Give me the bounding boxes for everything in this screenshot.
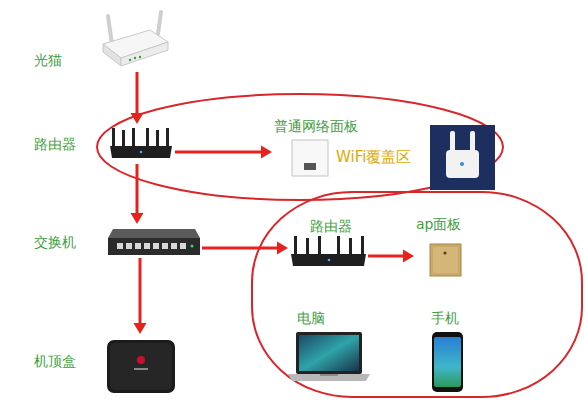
device-node: 普通网络面板 bbox=[272, 116, 362, 178]
device-label: 电脑 bbox=[297, 310, 325, 326]
wifi-extender-picture bbox=[430, 125, 495, 190]
laptop-icon bbox=[288, 332, 370, 381]
set-top-box-icon bbox=[107, 340, 175, 393]
device-node: 路由器 bbox=[288, 216, 368, 268]
device-label: 路由器 bbox=[34, 136, 76, 152]
arrow-head bbox=[277, 242, 288, 255]
wifi-area-outline bbox=[97, 94, 503, 200]
device-label: 路由器 bbox=[310, 218, 352, 234]
arrow-line bbox=[136, 164, 139, 214]
arrow-connector bbox=[134, 258, 147, 334]
device-node: 手机 bbox=[425, 310, 469, 396]
arrow-head bbox=[403, 250, 414, 263]
arrow-line bbox=[202, 247, 278, 250]
phone-icon bbox=[432, 332, 463, 392]
device-label: 光猫 bbox=[34, 52, 62, 68]
area-label: WiFi覆盖区 bbox=[336, 148, 411, 166]
device-node: 光猫 bbox=[30, 14, 170, 72]
arrow-connector bbox=[131, 72, 144, 124]
router-icon bbox=[291, 236, 366, 266]
arrow-head bbox=[131, 113, 144, 124]
device-label: 交换机 bbox=[34, 234, 76, 250]
arrow-connector bbox=[131, 164, 144, 224]
arrow-line bbox=[175, 151, 262, 154]
device-node: 路由器 bbox=[30, 124, 175, 164]
arrow-head bbox=[134, 323, 147, 334]
device-node: 机顶盒 bbox=[30, 334, 178, 396]
arrow-line bbox=[136, 72, 139, 114]
network-panel-icon bbox=[292, 140, 328, 176]
ap-panel-icon bbox=[430, 244, 461, 276]
device-node: 电脑 bbox=[283, 310, 373, 384]
router-icon bbox=[110, 128, 172, 158]
device-node: ap面板 bbox=[414, 214, 478, 278]
device-label: 机顶盒 bbox=[34, 353, 76, 369]
arrow-connector bbox=[175, 146, 272, 159]
arrow-head bbox=[131, 213, 144, 224]
arrow-head bbox=[261, 146, 272, 159]
device-label: ap面板 bbox=[416, 216, 461, 232]
arrow-line bbox=[139, 258, 142, 324]
device-label: 普通网络面板 bbox=[274, 118, 358, 134]
arrow-connector bbox=[202, 242, 288, 255]
device-label: 手机 bbox=[431, 310, 459, 326]
lan-area-outline bbox=[252, 192, 582, 397]
switch-icon bbox=[108, 229, 200, 255]
arrow-connector bbox=[368, 250, 414, 263]
device-node: 交换机 bbox=[30, 224, 202, 258]
arrow-line bbox=[368, 255, 404, 258]
modem-icon bbox=[103, 12, 168, 66]
